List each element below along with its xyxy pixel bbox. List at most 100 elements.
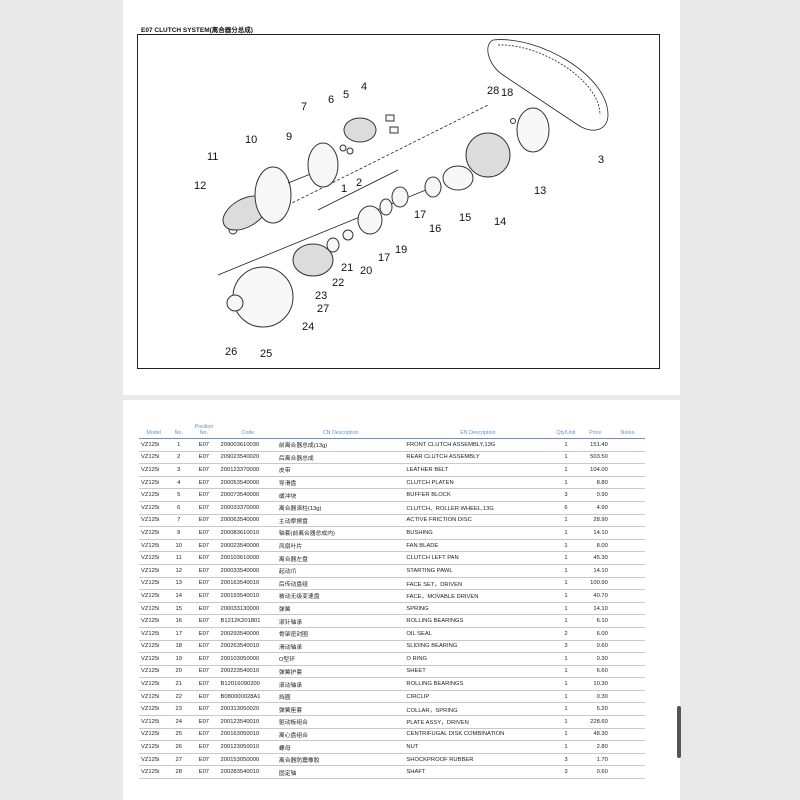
cell-pos: E07: [189, 564, 219, 578]
cell-qty: 1: [551, 690, 581, 704]
cell-model: VZ125i: [139, 652, 169, 666]
cell-notes: [609, 677, 645, 691]
cell-cn: 固定轴: [276, 765, 405, 780]
cell-model: VZ125i: [139, 715, 169, 729]
cell-model: VZ125i: [139, 728, 169, 742]
cell-model: VZ125i: [139, 551, 169, 565]
cell-no: 16: [168, 614, 190, 628]
cell-no: 5: [168, 488, 190, 502]
cell-qty: 1: [551, 577, 581, 591]
cell-notes: [609, 740, 645, 754]
cell-qty: 1: [551, 677, 581, 691]
cell-model: VZ125i: [139, 514, 169, 528]
cell-notes: [609, 488, 645, 502]
cell-price: 14.10: [580, 564, 610, 578]
front-clutch-parts: [222, 114, 399, 235]
cell-notes: [609, 614, 645, 628]
cell-code: 200163050010: [218, 728, 277, 742]
cell-price: 104.00: [580, 463, 610, 477]
scrollbar-thumb[interactable]: [677, 706, 681, 758]
cell-price: 2.80: [580, 740, 610, 754]
header-notes: Notes: [620, 430, 635, 436]
cell-code: 200293540000: [218, 627, 277, 641]
parts-table: Model No. Position No. Code CN Descripti…: [139, 424, 645, 780]
cell-no: 27: [168, 753, 190, 767]
cell-pos: E07: [189, 539, 219, 553]
cell-pos: E07: [189, 690, 219, 704]
cell-pos: E07: [189, 640, 219, 654]
cell-cn: 皮带: [276, 463, 405, 477]
cell-code: 200163540010: [218, 577, 277, 591]
belt-drawing: [487, 39, 609, 131]
cell-cn: 滚针轴承: [276, 614, 405, 628]
cell-cn: 骨架密封圈: [276, 627, 405, 641]
cell-cn: 导滑盘: [276, 476, 405, 490]
cell-en: O RING: [404, 652, 552, 666]
cell-notes: [609, 476, 645, 490]
cell-model: VZ125i: [139, 640, 169, 654]
cell-en: SHEET: [404, 665, 552, 679]
cell-no: 4: [168, 476, 190, 490]
callout-5: 5: [343, 89, 349, 101]
cell-pos: E07: [189, 677, 219, 691]
diagram-sheet: E07 CLUTCH SYSTEM(离合器分总成): [123, 0, 680, 395]
cell-notes: [609, 753, 645, 767]
cell-cn: 驱动板组合: [276, 715, 405, 729]
cell-price: 6.10: [580, 614, 610, 628]
cell-en: ACTIVE FRICTION DISC: [404, 514, 552, 528]
cell-pos: E07: [189, 514, 219, 528]
cell-price: 5.20: [580, 702, 610, 717]
callout-9: 9: [286, 131, 292, 143]
cell-code: 200023540000: [218, 539, 277, 553]
cell-en: STARTING PAWL: [404, 564, 552, 578]
cell-en: OIL SEAL: [404, 627, 552, 641]
cell-qty: 3: [551, 765, 581, 780]
cell-no: 7: [168, 514, 190, 528]
cell-qty: 1: [551, 463, 581, 477]
cell-price: 14.10: [580, 602, 610, 616]
cell-code: 200193540010: [218, 589, 277, 603]
cell-qty: 1: [551, 614, 581, 628]
table-header-row: Model No. Position No. Code CN Descripti…: [139, 424, 645, 439]
cell-qty: 1: [551, 551, 581, 565]
cell-en: NUT: [404, 740, 552, 754]
cell-price: 8.80: [580, 476, 610, 490]
cell-pos: E07: [189, 765, 219, 780]
cell-notes: [609, 715, 645, 729]
cell-no: 9: [168, 526, 190, 540]
cell-model: VZ125i: [139, 451, 169, 465]
callout-20: 20: [360, 265, 372, 277]
cell-price: 0.90: [580, 488, 610, 502]
cell-code: 200283540010: [218, 765, 277, 780]
cell-notes: [609, 690, 645, 704]
cell-notes: [609, 602, 645, 616]
cell-no: 20: [168, 665, 190, 679]
cell-code: 200033370000: [218, 501, 277, 515]
cell-price: 0.60: [580, 765, 610, 780]
cell-model: VZ125i: [139, 627, 169, 641]
clutch-exploded-view: 1 2 3 4 5 6 7 9 10 11 12 13 14 15 16 17 …: [194, 39, 609, 360]
cell-qty: 1: [551, 740, 581, 754]
cell-price: 28.90: [580, 514, 610, 528]
cell-model: VZ125i: [139, 614, 169, 628]
cell-en: LEATHER BELT: [404, 463, 552, 477]
cell-qty: 3: [551, 640, 581, 654]
cell-pos: E07: [189, 438, 219, 452]
callout-24: 24: [302, 321, 314, 333]
cell-code: 209023540020: [218, 451, 277, 465]
cell-cn: 离合器滚柱(13g): [276, 501, 405, 515]
cell-model: VZ125i: [139, 564, 169, 578]
cell-code: B12016090200: [218, 677, 277, 691]
cell-en: CENTRIFUGAL DISK COMBINATION: [404, 728, 552, 742]
callout-26: 26: [225, 346, 237, 358]
cell-pos: E07: [189, 577, 219, 591]
